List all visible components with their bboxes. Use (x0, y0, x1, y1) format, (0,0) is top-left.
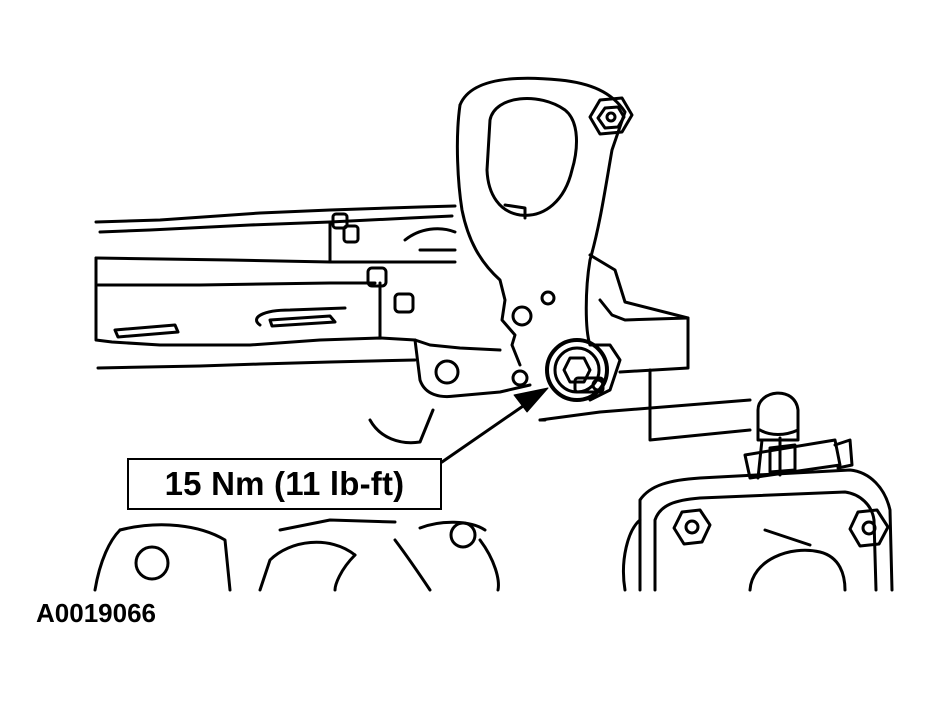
torqued-bolt (545, 338, 609, 402)
figure-id: A0019066 (36, 598, 156, 628)
torque-spec-label: 15 Nm (11 lb-ft) (127, 458, 442, 510)
upper-bolt (588, 96, 634, 136)
transmission-housing (94, 204, 532, 445)
lower-housing (93, 518, 500, 592)
pump-cover (621, 468, 894, 592)
bracket (455, 76, 690, 402)
leader-arrow (440, 387, 549, 464)
hose-clamp (743, 391, 854, 480)
pipe-line (538, 368, 752, 442)
